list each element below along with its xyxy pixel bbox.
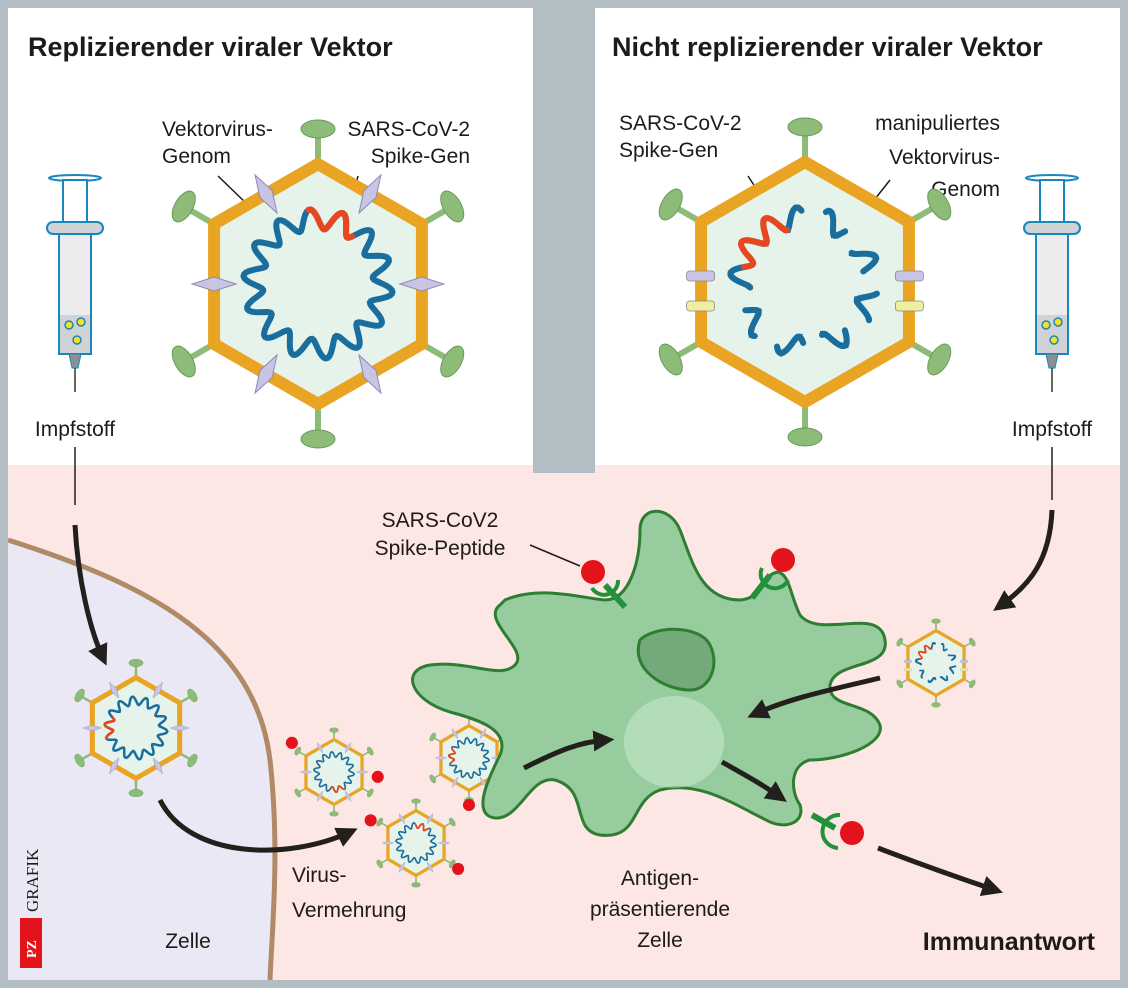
left-panel-title: Replizierender viraler Vektor xyxy=(28,32,393,62)
arrow-immune-response xyxy=(877,845,1003,896)
credit-text: GRAFIK xyxy=(23,848,42,912)
spike-peptide xyxy=(371,770,384,783)
immune-response-label: Immunantwort xyxy=(923,928,1096,956)
right-spike-gene-label-line1: SARS-CoV-2 xyxy=(619,112,742,135)
vector-genome-label-line1: Vektorvirus- xyxy=(162,118,273,141)
syringe-icon xyxy=(46,174,104,392)
pz-logo-text: PZ xyxy=(25,940,40,958)
manipulated-genome-label-line3: Genom xyxy=(931,178,1000,201)
divider-bottom xyxy=(533,465,595,473)
apc-label-line1: Antigen- xyxy=(621,867,699,890)
syringe-icon xyxy=(1023,174,1081,392)
receptor-3 xyxy=(810,812,864,850)
phagosome xyxy=(624,696,724,788)
right-panel-title: Nicht replizierender viraler Vektor xyxy=(612,32,1043,62)
right-spike-gene-label-line2: Spike-Gen xyxy=(619,139,718,162)
arrow-into-apc-left xyxy=(522,730,615,771)
spike-peptide xyxy=(581,560,605,584)
arrow-replication xyxy=(157,798,358,853)
receptor-2 xyxy=(749,548,795,600)
host-cell-membrane xyxy=(8,537,278,980)
spike-peptide xyxy=(771,548,795,572)
right-vaccine-label: Impfstoff xyxy=(1012,418,1092,441)
apc-label-line3: Zelle xyxy=(637,929,683,952)
virus-particle xyxy=(74,658,198,798)
spike-peptide xyxy=(462,798,476,812)
arrow-into-cell xyxy=(72,524,108,666)
nucleus xyxy=(636,627,716,692)
manipulated-genome-label-line1: manipuliertes xyxy=(875,112,1000,135)
arrow-to-surface xyxy=(720,759,787,802)
spike-peptide xyxy=(364,814,377,827)
virus-particle xyxy=(285,727,384,817)
spike-peptide xyxy=(285,736,298,749)
virus-particle xyxy=(364,798,465,888)
cell-label: Zelle xyxy=(165,930,211,953)
peptide-pointer xyxy=(529,544,581,567)
spike-peptide xyxy=(452,862,465,875)
left-vaccine-label: Impfstoff xyxy=(35,418,115,441)
divider-left xyxy=(533,0,541,473)
arrow-into-apc-right xyxy=(747,675,881,719)
spike-gene-label-line2: Spike-Gen xyxy=(371,145,470,168)
virus-particle xyxy=(658,117,952,447)
spike-gene-label-line1: SARS-CoV-2 xyxy=(347,118,470,141)
spike-peptide xyxy=(840,821,864,845)
virus-particle xyxy=(171,119,465,449)
peptide-label-line2: Spike-Peptide xyxy=(375,537,506,560)
replication-label-line1: Virus- xyxy=(292,864,346,887)
arrow-right-descend xyxy=(993,509,1055,611)
divider-right xyxy=(587,0,595,473)
manipulated-genome-label-line2: Vektorvirus- xyxy=(889,146,1000,169)
apc-label-line2: präsentierende xyxy=(590,898,730,921)
peptide-label-line1: SARS-CoV2 xyxy=(382,509,499,532)
virus-particle xyxy=(896,618,976,708)
pz-logo xyxy=(20,918,42,968)
vector-genome-label-line2: Genom xyxy=(162,145,231,168)
replication-label-line2: Vermehrung xyxy=(292,899,406,922)
receptor-1 xyxy=(581,560,628,610)
